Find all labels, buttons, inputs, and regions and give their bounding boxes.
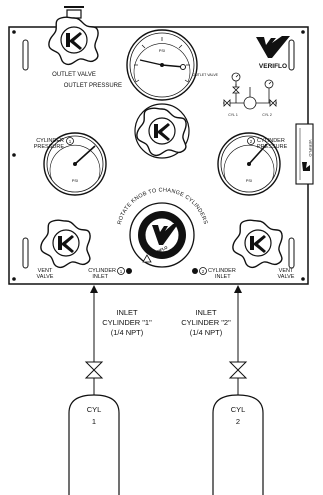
cylinder-1 xyxy=(68,394,120,495)
cylinder-2-inlet-marker: 2 xyxy=(202,269,205,274)
cylinder-1-inlet-dot xyxy=(126,268,132,274)
cylinder-1-pressure-label-line2: PRESSURE xyxy=(34,144,65,150)
cylinder-2-pressure-marker: 2 xyxy=(250,139,253,144)
cylinder-1-pressure-marker-circle xyxy=(66,137,74,145)
inlet-1-label-line2: CYLINDER "1" xyxy=(102,318,152,327)
inlet-2-label-line1: INLET xyxy=(195,308,217,317)
outlet-valve-label: OUTLET VALVE xyxy=(52,72,96,78)
cylinder-1-vent-label-line1: VENT xyxy=(38,268,53,274)
cylinder-1-pressure-gauge xyxy=(43,132,107,196)
cylinder-1-pressure-marker: 1 xyxy=(69,139,72,144)
outlet-pressure-gauge xyxy=(126,29,198,101)
cylinder-2-label-line2: 2 xyxy=(236,417,240,426)
inlet-1-label-line3: (1/4 NPT) xyxy=(111,328,144,337)
cylinder-1-label-line1: CYL xyxy=(87,405,102,414)
cylinder-2-gauge-unit: PSI xyxy=(246,178,252,183)
cylinder-2-pressure-label-line2: PRESSURE xyxy=(257,144,288,150)
cylinder-2-inlet-marker-circle xyxy=(199,267,207,275)
regulator-knob[interactable] xyxy=(134,103,190,159)
schematic-cyl-1-label: CYL 1 xyxy=(228,113,238,117)
mounting-slot xyxy=(22,39,295,269)
outlet-valve-knob[interactable] xyxy=(48,6,99,66)
cylinder-2-vent-label-line2: VALVE xyxy=(278,274,295,280)
cylinder-1-inlet-label-line1: CYLINDER xyxy=(88,268,116,274)
veriflo-logo xyxy=(256,36,290,58)
side-plate-text: VERIFLO xyxy=(308,139,313,156)
changeover-knob-brand: VERIFLO xyxy=(150,245,168,257)
flow-schematic xyxy=(223,72,277,110)
side-plate xyxy=(295,123,314,185)
cylinder-2-inlet-dot xyxy=(192,268,198,274)
schematic-outlet-label: OUTLET VALVE xyxy=(193,73,219,77)
cylinder-2 xyxy=(212,394,264,495)
inlet-2-label-line2: CYLINDER "2" xyxy=(181,318,231,327)
cylinder-1-inlet-marker: 1 xyxy=(120,269,123,274)
cylinder-1-label-line2: 1 xyxy=(92,417,96,426)
outlet-pressure-label: OUTLET PRESSURE xyxy=(64,83,122,89)
cylinder-2-vent-label-line1: VENT xyxy=(279,268,294,274)
cylinder-2-label-line1: CYL xyxy=(231,405,246,414)
cylinder-2-pressure-gauge xyxy=(217,132,281,196)
schematic-cyl-2-label: CYL 2 xyxy=(262,113,272,117)
outlet-gauge-unit: PSI xyxy=(159,48,165,53)
cylinder-2-inlet-label-line1: CYLINDER xyxy=(208,268,236,274)
cylinder-2-valve[interactable] xyxy=(228,361,248,395)
cylinder-1-vent-label-line2: VALVE xyxy=(37,274,54,280)
cylinder-1-gauge-unit: PSI xyxy=(72,178,78,183)
inlet-1-label-line1: INLET xyxy=(116,308,138,317)
cylinder-1-inlet-label-line2: INLET xyxy=(92,274,108,280)
brand-name: VERIFLO xyxy=(259,63,287,70)
cylinder-1-pressure-label-line1: CYLINDER xyxy=(36,138,64,144)
cylinder-1-inlet-marker-circle xyxy=(117,267,125,275)
cylinder-2-pressure-marker-circle xyxy=(247,137,255,145)
cylinder-2-pressure-label-line1: CYLINDER xyxy=(257,138,285,144)
cylinder-1-valve[interactable] xyxy=(84,361,104,395)
changeover-knob[interactable] xyxy=(129,202,195,268)
cylinder-2-inlet-label-line2: INLET xyxy=(215,274,231,280)
inlet-2-label-line3: (1/4 NPT) xyxy=(190,328,223,337)
